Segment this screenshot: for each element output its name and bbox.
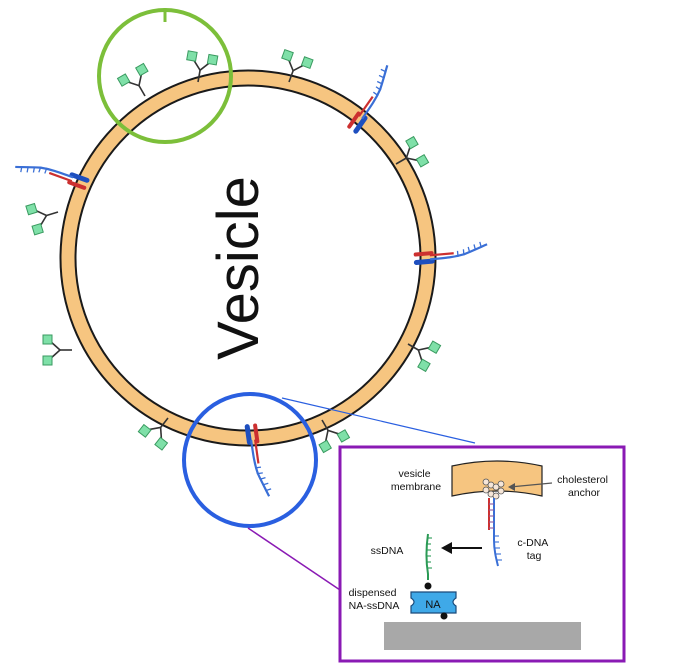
inset-membrane xyxy=(451,460,543,497)
label-vesicle-membrane: vesicle membrane xyxy=(391,468,441,493)
substrate xyxy=(384,622,581,650)
label-cdna-tag: c-DNA tag xyxy=(517,537,550,562)
inset-connector-top xyxy=(281,397,476,444)
vesicle-label: Vesicle xyxy=(206,176,271,360)
label-ssdna: ssDNA xyxy=(371,545,404,557)
cdna-tag-icon xyxy=(488,498,502,567)
highlight-circle-green xyxy=(97,8,233,144)
highlight-circle-blue xyxy=(182,392,318,528)
na-chip-label: NA xyxy=(425,599,441,611)
ssdna-icon xyxy=(424,533,432,590)
label-cholesterol-anchor: cholesterol anchor xyxy=(557,474,611,499)
receptor-icon xyxy=(42,334,73,366)
inset-panel: NA vesicle membrane cholesterol anchor c… xyxy=(338,445,626,663)
na-chip-icon xyxy=(410,591,457,620)
receptor-icon xyxy=(25,196,64,236)
inset-connector-bottom xyxy=(247,527,341,591)
label-dispensed-na-ssdna: dispensed NA-ssDNA xyxy=(349,587,400,612)
cholesterol-anchor-icon xyxy=(482,478,505,500)
